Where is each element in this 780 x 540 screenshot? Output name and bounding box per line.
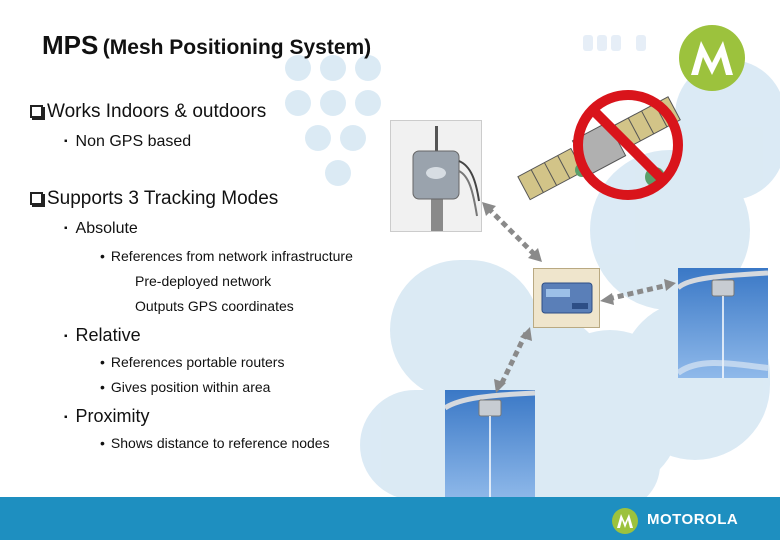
text-outputs-gps: Outputs GPS coordinates	[135, 298, 294, 314]
title-subtitle: (Mesh Positioning System)	[102, 36, 372, 59]
motorola-batwing-icon	[612, 508, 638, 534]
footer-bar	[0, 497, 780, 540]
bullet-non-gps: ▪Non GPS based	[64, 133, 192, 150]
portable-router-photo	[533, 268, 600, 328]
dashed-double-arrow-middle	[600, 279, 676, 305]
antenna-device-photo	[390, 120, 482, 232]
title-main: MPS	[42, 30, 99, 60]
square-bullet-icon: ▪	[64, 136, 68, 147]
square-bullet-icon: ▪	[64, 412, 68, 423]
text-pre-deployed: Pre-deployed network	[135, 273, 272, 289]
satellite-prohibited-icon	[510, 85, 690, 210]
dot-bullet-icon: •	[100, 354, 105, 370]
bullet-tracking-modes: Supports 3 Tracking Modes	[30, 188, 278, 210]
bullet-works-indoors: Works Indoors & outdoors	[30, 101, 266, 123]
dot-bullet-icon: •	[100, 379, 105, 395]
pole-antenna-photo-bottom	[445, 390, 535, 500]
slide-title: MPS (Mesh Positioning System)	[42, 30, 371, 61]
bullet-distance-reference: •Shows distance to reference nodes	[100, 435, 330, 451]
motorola-batwing-icon	[679, 25, 745, 91]
dot-bullet-icon: •	[100, 248, 105, 264]
dashed-double-arrow-top	[482, 202, 542, 262]
square-bullet-icon: ▪	[64, 223, 68, 234]
checkbox-bullet-icon	[30, 105, 43, 118]
dashed-double-arrow-bottom	[494, 327, 532, 393]
bullet-proximity: ▪Proximity	[64, 406, 150, 426]
pole-antenna-photo-right	[678, 268, 768, 378]
dot-bullet-icon: •	[100, 435, 105, 451]
bullet-position-within-area: •Gives position within area	[100, 379, 271, 395]
bullet-absolute: ▪Absolute	[64, 220, 138, 237]
square-bullet-icon: ▪	[64, 331, 68, 342]
footer-brand-name: MOTOROLA	[647, 511, 739, 528]
bullet-relative: ▪Relative	[64, 325, 141, 345]
bullet-references-portable: •References portable routers	[100, 354, 285, 370]
bullet-references-infrastructure: •References from network infrastructure	[100, 248, 353, 264]
checkbox-bullet-icon	[30, 192, 43, 205]
